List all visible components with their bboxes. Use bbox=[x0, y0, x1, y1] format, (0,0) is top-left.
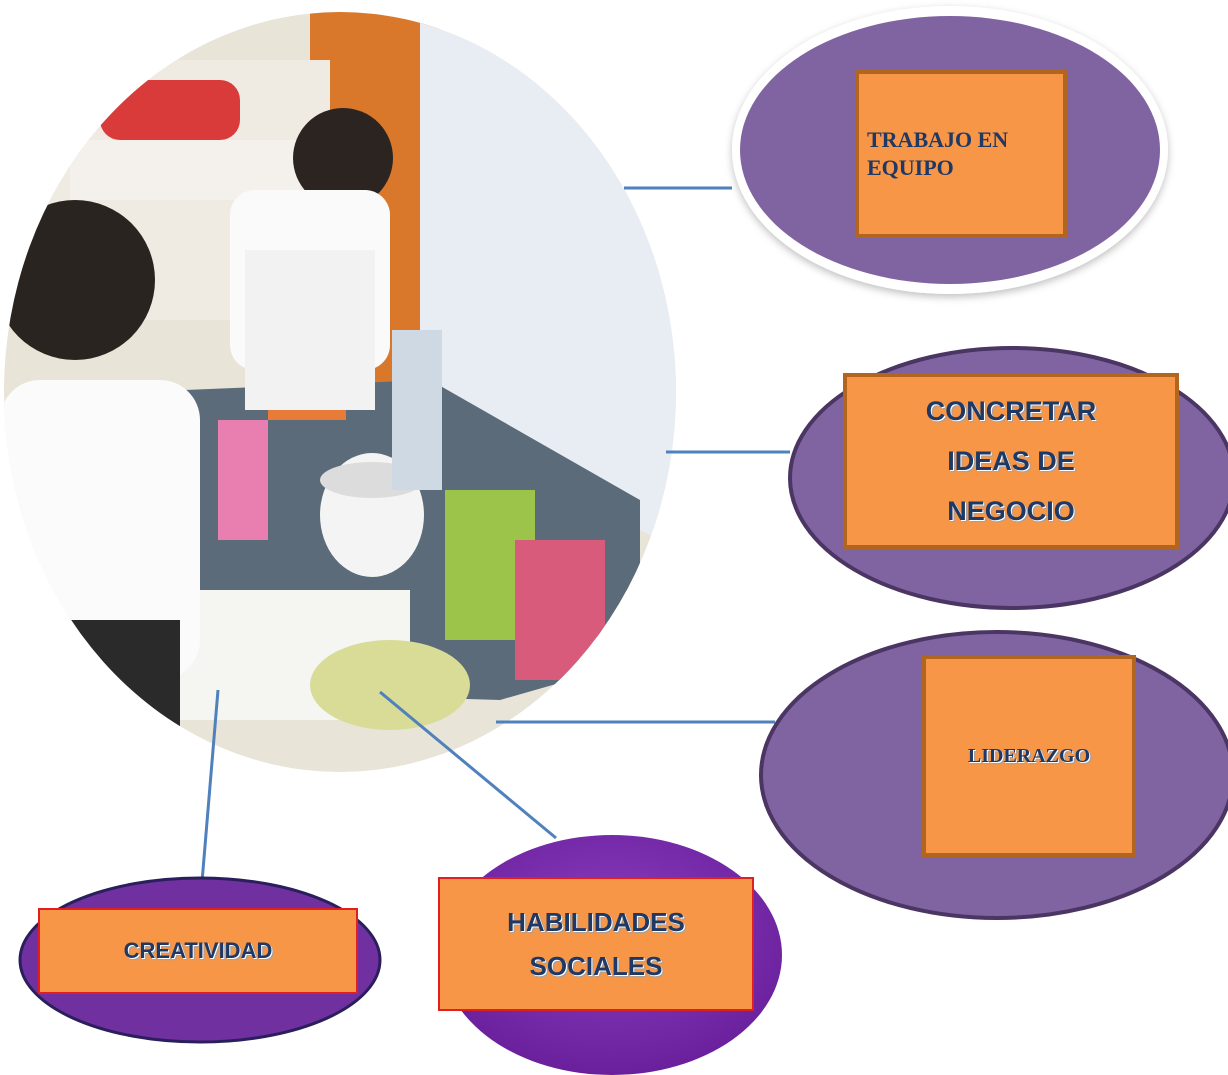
node-trabajo-label: TRABAJO EN EQUIPO bbox=[867, 127, 1009, 180]
node-creatividad: CREATIVIDAD bbox=[38, 908, 358, 994]
node-liderazgo-label: LIDERAZGO bbox=[967, 744, 1091, 767]
node-creatividad-label: CREATIVIDAD bbox=[123, 938, 273, 963]
photo-ellipse bbox=[4, 12, 676, 772]
connector-creatividad bbox=[200, 689, 220, 883]
node-concretar-label: CONCRETAR IDEAS DE NEGOCIO bbox=[925, 396, 1097, 526]
connector-habilidades bbox=[379, 690, 557, 840]
node-concretar-ideas: CONCRETAR IDEAS DE NEGOCIO bbox=[843, 373, 1179, 549]
node-liderazgo: LIDERAZGO bbox=[922, 655, 1136, 857]
node-habilidades-sociales: HABILIDADES SOCIALES bbox=[438, 877, 754, 1011]
node-trabajo-en-equipo: TRABAJO EN EQUIPO bbox=[855, 70, 1067, 238]
node-habilidades-label: HABILIDADES SOCIALES bbox=[507, 907, 685, 981]
